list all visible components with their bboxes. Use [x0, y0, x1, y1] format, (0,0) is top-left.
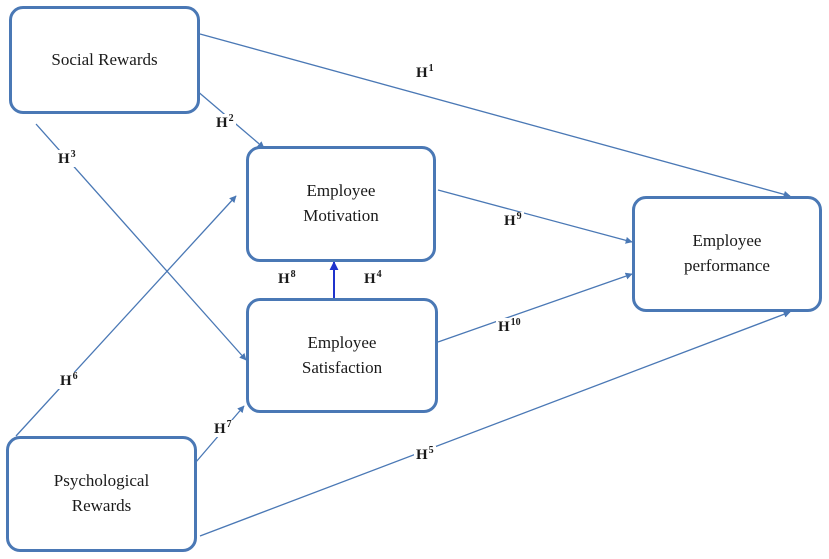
- label-h8-number: 8: [290, 269, 296, 280]
- node-psychological-rewards-label-1: Psychological: [53, 471, 150, 491]
- node-employee-motivation-label-1: Employee: [306, 181, 376, 201]
- arrow-h10-satisfaction-to-performance: [437, 272, 633, 343]
- label-h2-letter: H: [216, 115, 228, 131]
- label-h1-letter: H: [416, 65, 428, 81]
- label-h1-number: 1: [428, 63, 434, 74]
- node-employee-satisfaction: Employee Satisfaction: [246, 298, 438, 413]
- label-h2-number: 2: [228, 113, 234, 124]
- label-h4-letter: H: [364, 271, 376, 287]
- node-social-rewards: Social Rewards: [9, 6, 200, 114]
- label-h5-letter: H: [416, 447, 428, 463]
- label-h10: H10: [496, 318, 523, 335]
- label-h4-number: 4: [376, 269, 382, 280]
- node-employee-motivation-label-2: Motivation: [303, 206, 379, 225]
- label-h9-letter: H: [504, 213, 516, 229]
- arrow-h6-psychological-to-motivation: [15, 195, 237, 437]
- label-h8-letter: H: [278, 271, 290, 287]
- label-h9: H9: [502, 212, 524, 229]
- arrow-h1-social-to-performance: [199, 33, 791, 198]
- node-employee-satisfaction-label-1: Employee: [307, 332, 377, 352]
- label-h3-letter: H: [58, 151, 70, 167]
- label-h6: H6: [58, 372, 80, 389]
- arrow-h5-psychological-to-performance: [199, 310, 791, 537]
- arrow-h9-motivation-to-performance: [437, 189, 633, 244]
- label-h5-number: 5: [428, 445, 434, 456]
- label-h10-letter: H: [498, 319, 510, 335]
- label-h3: H3: [56, 150, 78, 167]
- label-h1: H1: [414, 64, 436, 81]
- label-h7-number: 7: [226, 419, 232, 430]
- node-psychological-rewards: Psychological Rewards: [6, 436, 197, 552]
- label-h3-number: 3: [70, 149, 76, 160]
- label-h7-letter: H: [214, 421, 226, 437]
- label-h6-letter: H: [60, 373, 72, 389]
- label-h8: H8: [276, 270, 298, 287]
- label-h5: H5: [414, 446, 436, 463]
- node-social-rewards-label: Social Rewards: [51, 49, 158, 69]
- label-h6-number: 6: [72, 371, 78, 382]
- node-employee-motivation: Employee Motivation: [246, 146, 436, 262]
- node-employee-satisfaction-label-2: Satisfaction: [301, 357, 383, 377]
- label-h7: H7: [212, 420, 234, 437]
- label-h9-number: 9: [516, 211, 522, 222]
- node-employee-performance-label-1: Employee: [692, 231, 762, 251]
- label-h10-number: 10: [510, 317, 521, 328]
- label-h4: H4: [362, 270, 384, 287]
- node-employee-performance: Employee performance: [632, 196, 822, 312]
- node-employee-performance-label-2: performance: [684, 256, 770, 275]
- node-psychological-rewards-label-2: Rewards: [71, 496, 132, 515]
- label-h2: H2: [214, 114, 236, 131]
